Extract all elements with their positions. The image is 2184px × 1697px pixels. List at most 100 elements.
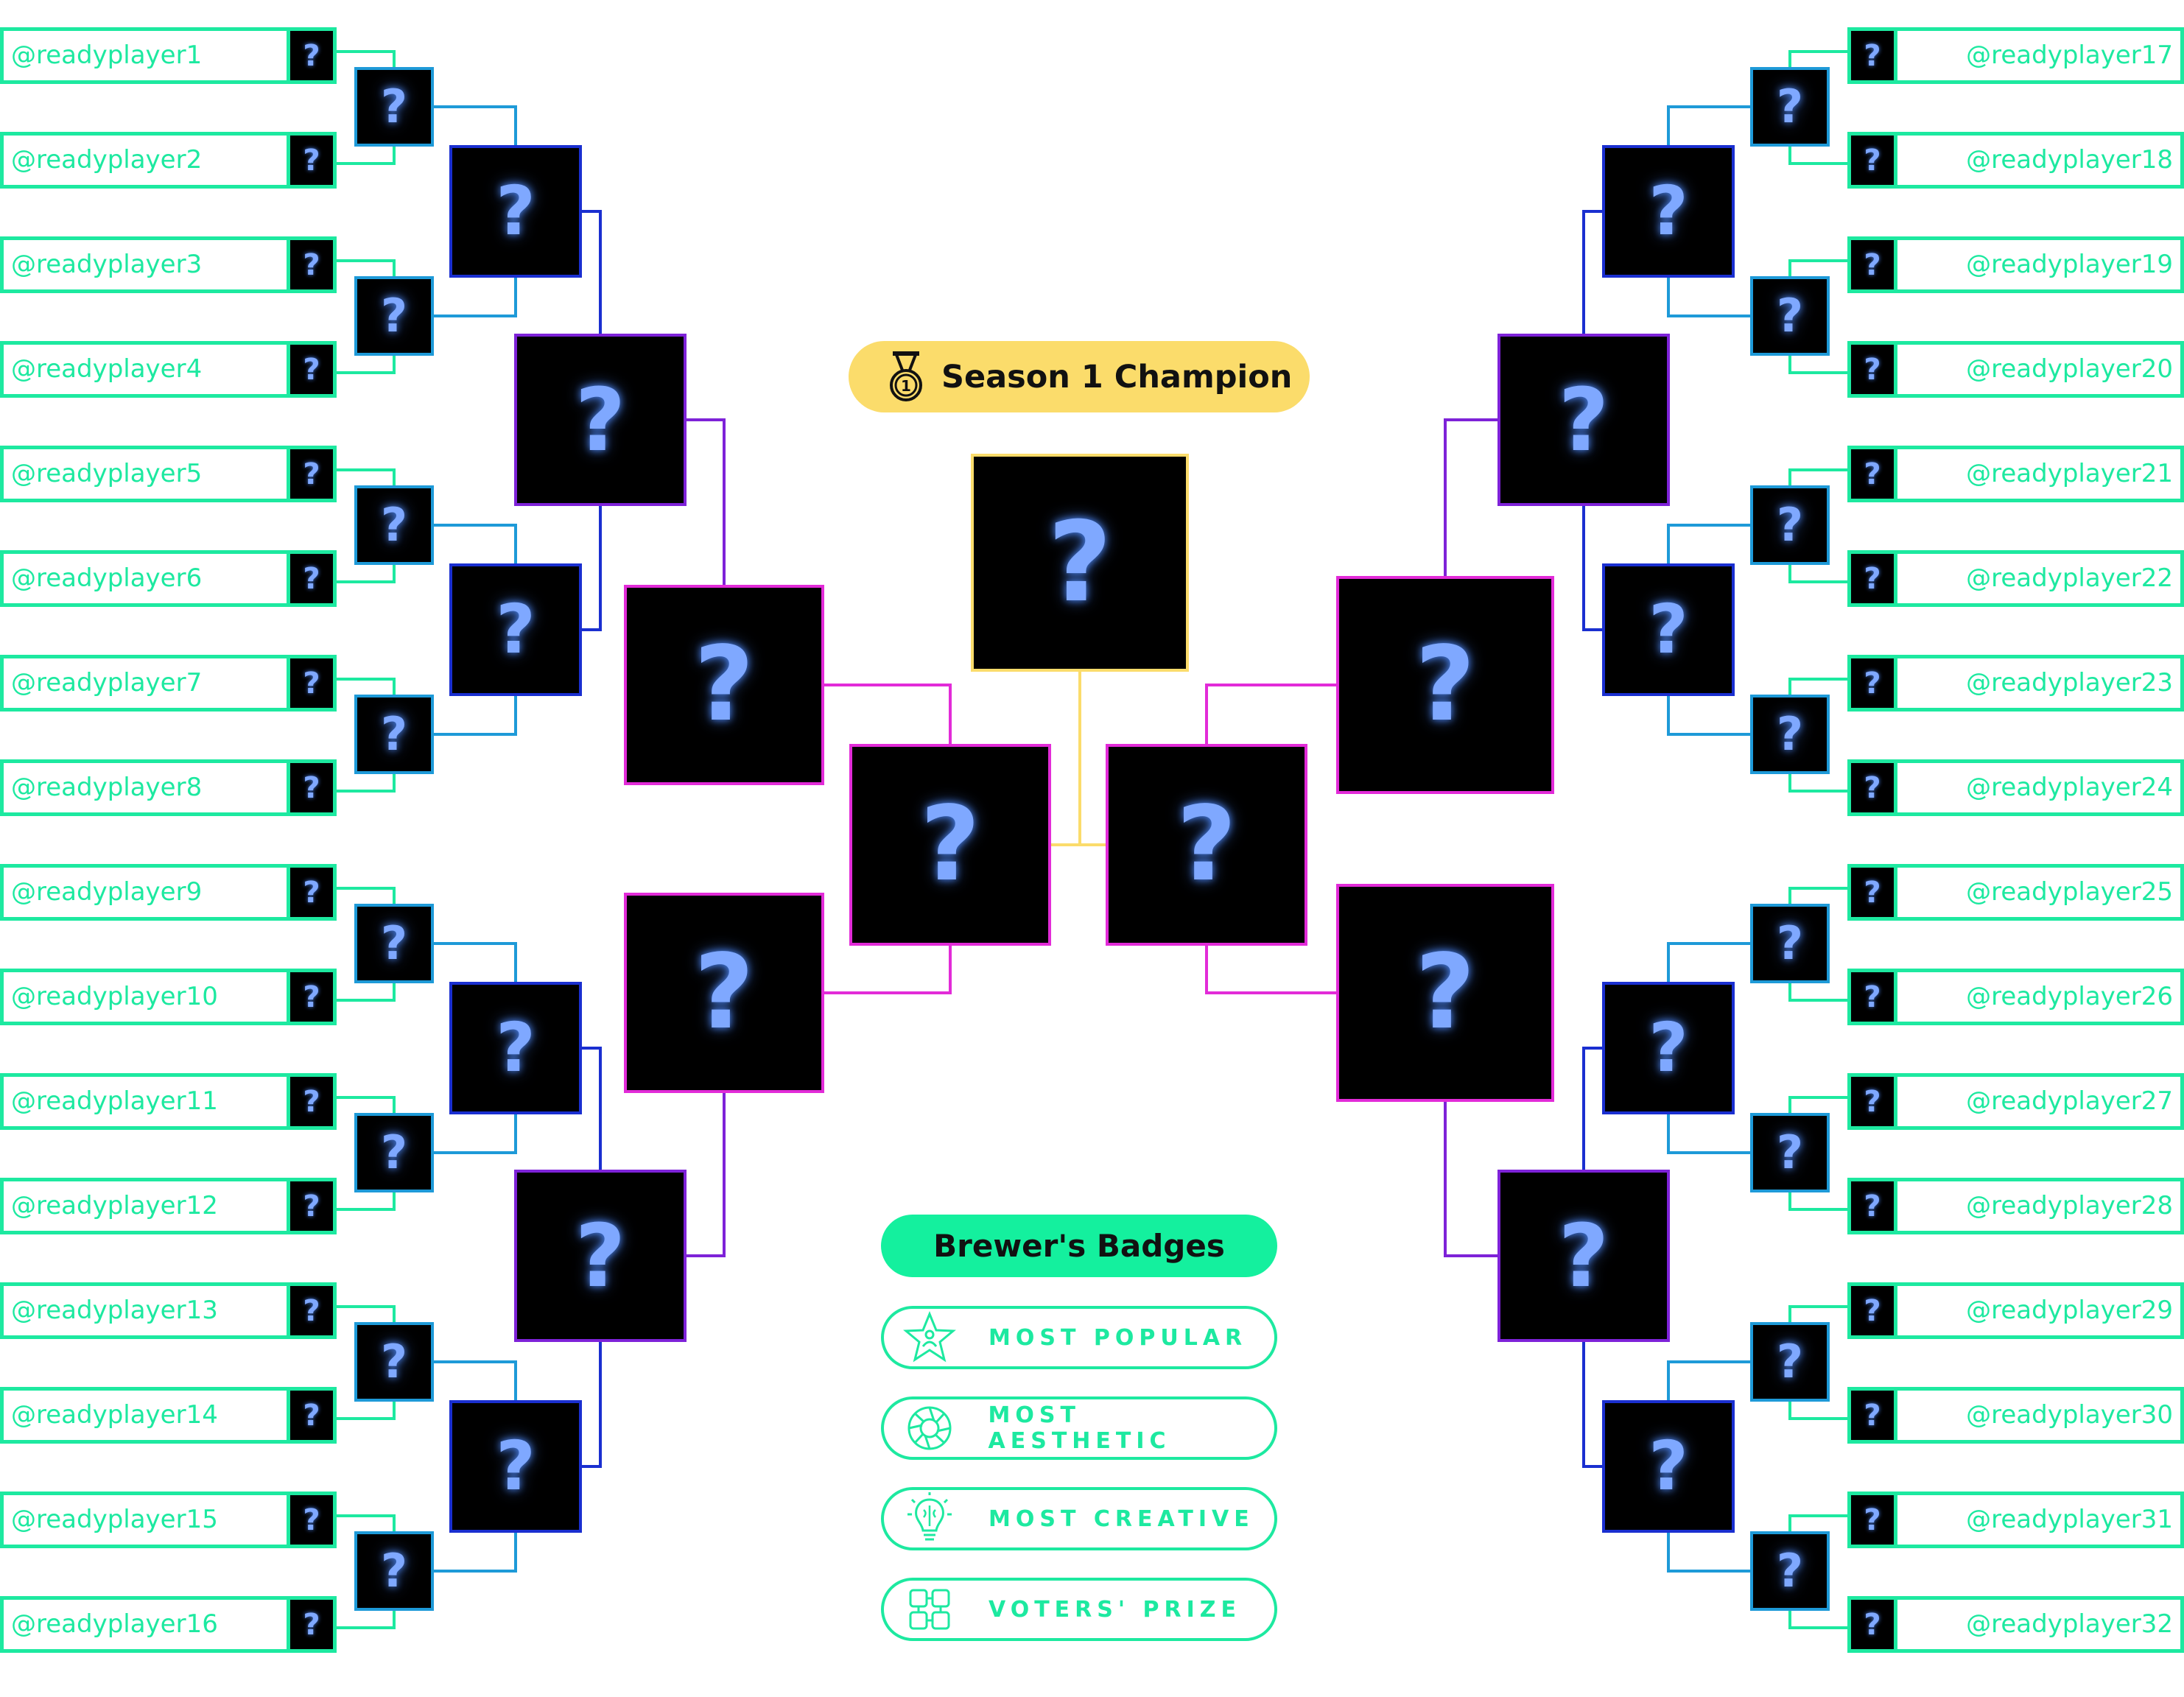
player-seed-box[interactable]: ?: [1847, 236, 1897, 293]
player-seed-box[interactable]: ?: [1847, 1387, 1897, 1444]
quarterfinal-match[interactable]: ?: [1336, 884, 1554, 1102]
badge-most-aesthetic[interactable]: MOST AESTHETIC: [881, 1396, 1277, 1460]
player-slot[interactable]: @readyplayer29?: [1847, 1282, 2184, 1339]
round1-match[interactable]: ?: [1750, 1113, 1830, 1192]
player-seed-box[interactable]: ?: [1847, 1492, 1897, 1548]
player-slot[interactable]: @readyplayer12?: [0, 1178, 337, 1234]
player-slot[interactable]: @readyplayer2?: [0, 132, 337, 189]
round1-match[interactable]: ?: [1750, 67, 1830, 147]
round2-match[interactable]: ?: [449, 1400, 582, 1533]
round3-match[interactable]: ?: [514, 334, 687, 506]
round1-match[interactable]: ?: [354, 276, 434, 356]
player-slot[interactable]: @readyplayer30?: [1847, 1387, 2184, 1444]
round1-match[interactable]: ?: [354, 904, 434, 983]
quarterfinal-match[interactable]: ?: [624, 893, 824, 1093]
round1-match[interactable]: ?: [1750, 695, 1830, 774]
player-seed-box[interactable]: ?: [287, 655, 337, 712]
player-seed-box[interactable]: ?: [1847, 1178, 1897, 1234]
round2-match[interactable]: ?: [1602, 1400, 1735, 1533]
player-slot[interactable]: @readyplayer20?: [1847, 341, 2184, 398]
semifinal-match[interactable]: ?: [1106, 744, 1307, 946]
player-slot[interactable]: @readyplayer7?: [0, 655, 337, 712]
player-seed-box[interactable]: ?: [1847, 759, 1897, 816]
player-slot[interactable]: @readyplayer24?: [1847, 759, 2184, 816]
player-seed-box[interactable]: ?: [287, 132, 337, 189]
player-slot[interactable]: @readyplayer18?: [1847, 132, 2184, 189]
player-slot[interactable]: @readyplayer1?: [0, 27, 337, 84]
round1-match[interactable]: ?: [354, 1322, 434, 1402]
player-seed-box[interactable]: ?: [1847, 864, 1897, 921]
player-slot[interactable]: @readyplayer4?: [0, 341, 337, 398]
player-seed-box[interactable]: ?: [287, 446, 337, 502]
player-seed-box[interactable]: ?: [1847, 1073, 1897, 1130]
round3-match[interactable]: ?: [1497, 1170, 1670, 1342]
player-seed-box[interactable]: ?: [287, 1492, 337, 1548]
round1-match[interactable]: ?: [354, 67, 434, 147]
player-seed-box[interactable]: ?: [1847, 550, 1897, 607]
player-slot[interactable]: @readyplayer23?: [1847, 655, 2184, 712]
player-seed-box[interactable]: ?: [1847, 27, 1897, 84]
player-seed-box[interactable]: ?: [287, 1073, 337, 1130]
player-slot[interactable]: @readyplayer3?: [0, 236, 337, 293]
player-seed-box[interactable]: ?: [287, 759, 337, 816]
player-seed-box[interactable]: ?: [1847, 969, 1897, 1025]
player-seed-box[interactable]: ?: [287, 27, 337, 84]
round1-match[interactable]: ?: [1750, 904, 1830, 983]
player-slot[interactable]: @readyplayer15?: [0, 1492, 337, 1548]
round2-match[interactable]: ?: [1602, 145, 1735, 278]
semifinal-match[interactable]: ?: [849, 744, 1051, 946]
player-slot[interactable]: @readyplayer5?: [0, 446, 337, 502]
round2-match[interactable]: ?: [449, 145, 582, 278]
player-slot[interactable]: @readyplayer32?: [1847, 1596, 2184, 1653]
round2-match[interactable]: ?: [449, 982, 582, 1114]
player-slot[interactable]: @readyplayer28?: [1847, 1178, 2184, 1234]
badge-most-creative[interactable]: MOST CREATIVE: [881, 1487, 1277, 1550]
round1-match[interactable]: ?: [354, 1113, 434, 1192]
player-seed-box[interactable]: ?: [287, 1596, 337, 1653]
round2-match[interactable]: ?: [1602, 982, 1735, 1114]
player-seed-box[interactable]: ?: [1847, 1596, 1897, 1653]
player-slot[interactable]: @readyplayer9?: [0, 864, 337, 921]
round3-match[interactable]: ?: [1497, 334, 1670, 506]
player-seed-box[interactable]: ?: [287, 1282, 337, 1339]
badge-voters-prize[interactable]: VOTERS' PRIZE: [881, 1578, 1277, 1641]
round1-match[interactable]: ?: [1750, 276, 1830, 356]
player-slot[interactable]: @readyplayer19?: [1847, 236, 2184, 293]
champion-slot[interactable]: ?: [971, 454, 1189, 672]
player-slot[interactable]: @readyplayer11?: [0, 1073, 337, 1130]
player-slot[interactable]: @readyplayer22?: [1847, 550, 2184, 607]
player-seed-box[interactable]: ?: [1847, 341, 1897, 398]
player-slot[interactable]: @readyplayer10?: [0, 969, 337, 1025]
player-slot[interactable]: @readyplayer25?: [1847, 864, 2184, 921]
player-slot[interactable]: @readyplayer17?: [1847, 27, 2184, 84]
player-seed-box[interactable]: ?: [287, 969, 337, 1025]
player-slot[interactable]: @readyplayer31?: [1847, 1492, 2184, 1548]
round1-match[interactable]: ?: [1750, 1322, 1830, 1402]
round1-match[interactable]: ?: [354, 695, 434, 774]
player-slot[interactable]: @readyplayer8?: [0, 759, 337, 816]
player-seed-box[interactable]: ?: [1847, 446, 1897, 502]
player-slot[interactable]: @readyplayer27?: [1847, 1073, 2184, 1130]
round1-match[interactable]: ?: [1750, 1531, 1830, 1611]
round3-match[interactable]: ?: [514, 1170, 687, 1342]
player-seed-box[interactable]: ?: [287, 1178, 337, 1234]
round1-match[interactable]: ?: [354, 485, 434, 565]
player-slot[interactable]: @readyplayer21?: [1847, 446, 2184, 502]
player-seed-box[interactable]: ?: [287, 550, 337, 607]
player-slot[interactable]: @readyplayer16?: [0, 1596, 337, 1653]
badge-most-popular[interactable]: MOST POPULAR: [881, 1306, 1277, 1369]
round2-match[interactable]: ?: [449, 563, 582, 696]
player-seed-box[interactable]: ?: [287, 236, 337, 293]
player-slot[interactable]: @readyplayer26?: [1847, 969, 2184, 1025]
player-slot[interactable]: @readyplayer6?: [0, 550, 337, 607]
quarterfinal-match[interactable]: ?: [1336, 576, 1554, 794]
player-seed-box[interactable]: ?: [287, 864, 337, 921]
quarterfinal-match[interactable]: ?: [624, 585, 824, 785]
player-slot[interactable]: @readyplayer14?: [0, 1387, 337, 1444]
player-slot[interactable]: @readyplayer13?: [0, 1282, 337, 1339]
round2-match[interactable]: ?: [1602, 563, 1735, 696]
player-seed-box[interactable]: ?: [287, 1387, 337, 1444]
player-seed-box[interactable]: ?: [1847, 1282, 1897, 1339]
round1-match[interactable]: ?: [354, 1531, 434, 1611]
player-seed-box[interactable]: ?: [1847, 132, 1897, 189]
